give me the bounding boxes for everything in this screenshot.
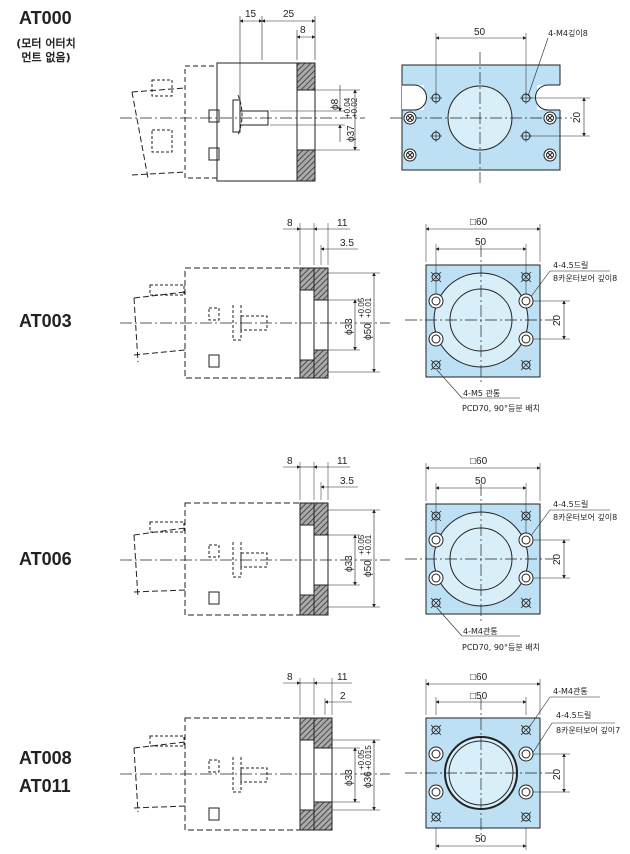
at000-dim-8: 8	[300, 25, 306, 36]
model-note-line2: 먼트 없음)	[21, 51, 71, 64]
at003-front-sq60: □60	[470, 217, 488, 228]
at006-dim-3-5: 3.5	[340, 476, 354, 487]
model-label-at008: AT008	[19, 748, 72, 768]
model-label-at003: AT003	[19, 311, 72, 331]
at008-front-sq50: □50	[470, 691, 488, 702]
at008-drill-label: 4-4.5드릴	[556, 711, 591, 720]
at000-tap-label: 4-M4깊이8	[548, 28, 588, 38]
at003-dim-phi50: ϕ50	[363, 323, 374, 340]
at003-front-dim-50: 50	[475, 237, 487, 248]
at003-tol-lo: +0.01	[364, 297, 373, 318]
at006-dim-phi33: ϕ33	[344, 555, 355, 572]
side-view-at008	[120, 678, 390, 831]
at000-tol-hi: +0.04	[343, 97, 352, 118]
model-label-at006: AT006	[19, 549, 72, 569]
model-label-at011: AT011	[19, 776, 71, 796]
at006-dim-11: 11	[337, 456, 348, 467]
at003-dim-3-5: 3.5	[340, 238, 354, 249]
front-view-at008	[405, 679, 615, 850]
at006-pcd-label: PCD70, 90°등분 배치	[462, 643, 540, 652]
at008-dim-2: 2	[340, 691, 346, 702]
at006-drill-label: 4-4.5드릴	[553, 500, 588, 509]
at000-tol-lo: +0.02	[350, 97, 359, 118]
at006-front-dim-20: 20	[552, 553, 563, 565]
at003-dim-11: 11	[337, 218, 348, 229]
at006-tap-label: 4-M4관통	[463, 626, 498, 636]
at000-front-dim-50: 50	[474, 27, 486, 38]
at006-front-dim-50: 50	[475, 476, 487, 487]
at008-dim-11: 11	[337, 672, 348, 683]
at008-dim-phi36: ϕ36	[363, 771, 374, 788]
side-view-at000	[120, 16, 365, 182]
at008-dim-8: 8	[287, 672, 293, 683]
at006-counterbore-label: 8카운터보어 깊이8	[553, 512, 617, 522]
at008-tol-hi: +0.05	[357, 749, 366, 770]
at008-counterbore-label: 8카운터보어 깊이7	[556, 725, 620, 735]
at003-dim-8: 8	[287, 218, 293, 229]
at000-dim-15: 15	[245, 9, 257, 20]
front-view-at006	[405, 463, 610, 637]
at003-front-dim-20: 20	[552, 314, 563, 326]
side-view-at003	[120, 223, 390, 379]
at006-dim-phi50: ϕ50	[363, 560, 374, 577]
at006-dim-8: 8	[287, 456, 293, 467]
at006-tol-hi: +0.05	[357, 534, 366, 555]
at008-front-dim-50: 50	[475, 834, 487, 845]
at006-tol-lo: +0.01	[364, 534, 373, 555]
at000-dim-phi8: ϕ8	[330, 98, 341, 110]
at008-front-dim-20: 20	[552, 768, 563, 780]
at003-pcd-label: PCD70, 90°등분 배치	[462, 404, 540, 413]
at000-front-dim-20: 20	[572, 111, 583, 123]
model-label-at000: AT000	[19, 8, 72, 28]
at000-dim-phi37: ϕ37	[346, 125, 357, 142]
side-view-at006	[120, 462, 390, 616]
at003-tol-hi: +0.05	[357, 297, 366, 318]
at006-front-sq60: □60	[470, 456, 488, 467]
at003-counterbore-label: 8카운터보어 깊이8	[553, 273, 617, 283]
at008-dim-phi33: ϕ33	[344, 769, 355, 786]
at008-tol-lo: +0.015	[364, 745, 373, 770]
at008-tap-label: 4-M4관통	[553, 686, 588, 696]
at000-dim-25: 25	[283, 9, 295, 20]
at003-drill-label: 4-4.5드릴	[553, 261, 588, 270]
front-view-at000	[390, 33, 590, 183]
at008-front-sq60: □60	[470, 672, 488, 683]
model-note-line1: (모터 어터치	[16, 37, 76, 50]
at003-dim-phi33: ϕ33	[344, 318, 355, 335]
front-view-at003	[405, 224, 610, 399]
at003-tap-label: 4-M5 관통	[463, 388, 500, 398]
